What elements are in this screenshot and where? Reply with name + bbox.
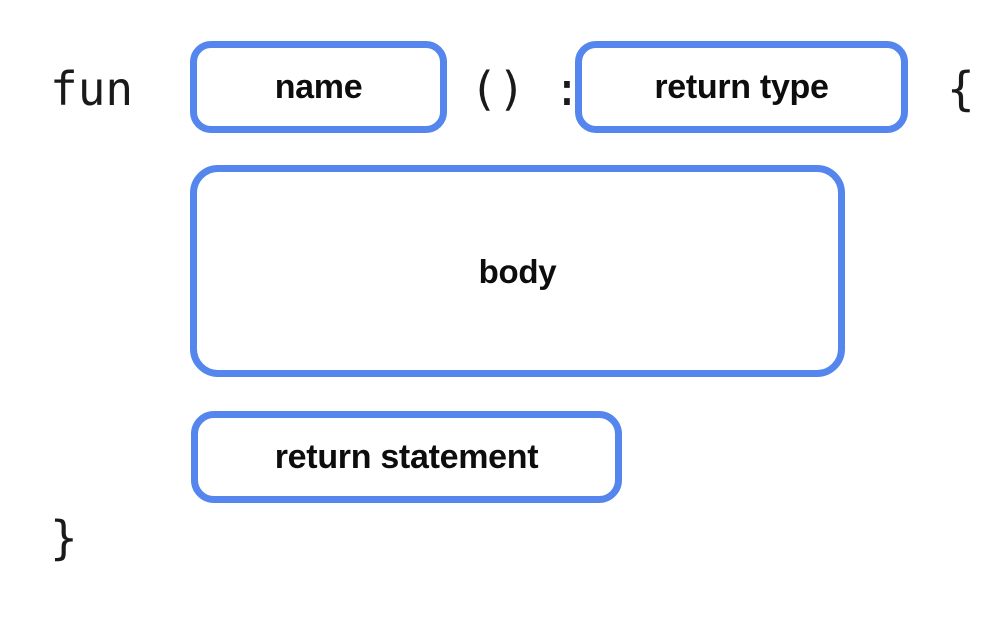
parameter-list-and-colon: () :	[470, 62, 581, 116]
slot-name-label: name	[274, 68, 363, 106]
slot-return-type-label: return type	[654, 68, 829, 106]
slot-body-label: body	[478, 252, 557, 290]
slot-return-statement-label: return statement	[274, 438, 539, 476]
slot-body[interactable]: body	[190, 165, 845, 377]
brace-close: }	[50, 511, 78, 565]
slot-return-type[interactable]: return type	[575, 41, 908, 133]
keyword-fun: fun	[50, 62, 134, 116]
slot-return-statement[interactable]: return statement	[191, 411, 622, 503]
brace-open: {	[947, 62, 975, 116]
slot-name[interactable]: name	[190, 41, 447, 133]
